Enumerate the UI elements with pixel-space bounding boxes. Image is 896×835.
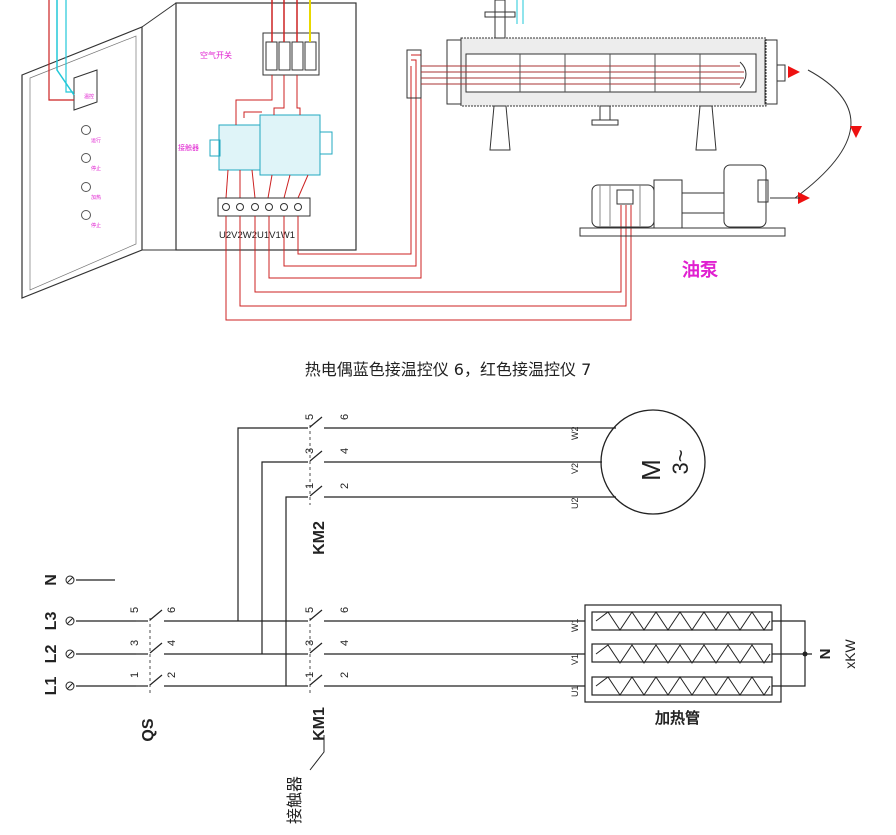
heater-power-label: xKW	[842, 638, 858, 668]
schematic	[76, 416, 812, 703]
terminal-labels: U2V2W2U1V1W1	[219, 230, 295, 241]
qs-pin-2: 2	[166, 672, 178, 678]
km1-pin-1: 1	[304, 672, 316, 678]
cabinet-door	[21, 26, 143, 299]
callout-leader	[309, 735, 325, 771]
km1-label: KM1	[311, 707, 328, 741]
km1-pin-3: 3	[304, 640, 316, 646]
km2-pin-5: 5	[304, 414, 316, 420]
km2-label: KM2	[311, 521, 328, 555]
heater-neutral-label: N	[817, 649, 834, 660]
contactors	[209, 114, 333, 176]
phase-n-label: N	[43, 574, 60, 586]
air-switch	[262, 32, 320, 76]
oil-pump	[579, 164, 810, 237]
phase-terminals	[65, 575, 75, 691]
motor-terminals: W2 V2 U2	[570, 427, 580, 510]
qs-pin-5: 5	[129, 607, 141, 613]
phase-l2-label: L2	[43, 645, 60, 664]
control-cabinet: 温控 运行 停止 加热 停止 空气开关 接触器	[21, 0, 632, 321]
door-buttons: 温控 运行 停止 加热 停止	[81, 93, 101, 229]
door-label-2: 运行	[91, 137, 101, 144]
heater-terminal-w1: W1	[570, 619, 580, 633]
caption: 热电偶蓝色接温控仪 6，红色接温控仪 7	[304, 360, 592, 379]
door-label-5: 停止	[91, 222, 101, 229]
qs-pin-4: 4	[166, 640, 178, 646]
motor-terminal-u2: U2	[570, 497, 580, 509]
temperature-controller	[73, 69, 98, 111]
output-wires	[225, 54, 632, 321]
heater-elements	[595, 611, 771, 696]
motor-circle	[600, 409, 706, 515]
phase-l3-label: L3	[43, 612, 60, 631]
qs-label: QS	[140, 718, 157, 741]
km1-pin-2: 2	[339, 672, 351, 678]
motor-phase: 3~	[668, 449, 693, 474]
km2-pin-6: 6	[339, 414, 351, 420]
qs-pin-6: 6	[166, 607, 178, 613]
neutral-junction	[802, 651, 808, 657]
phase-l1-label: L1	[43, 677, 60, 696]
heater-terminal-u1: U1	[570, 685, 580, 697]
heater-terminal-v1: V1	[570, 654, 580, 665]
km1-pin-6: 6	[339, 607, 351, 613]
motor-symbol: M	[636, 459, 666, 481]
qs-pin-1: 1	[129, 672, 141, 678]
km2-pin-2: 2	[339, 483, 351, 489]
heater-terminals: W1 V1 U1	[570, 619, 580, 698]
km2-pin-1: 1	[304, 483, 316, 489]
heater-vessel	[406, 0, 862, 199]
km2-pin-4: 4	[339, 448, 351, 454]
door-label-3: 停止	[91, 165, 101, 172]
km1-pins: 5 3 1 6 4 2	[304, 607, 351, 678]
km2-pins: 5 3 1 6 4 2	[304, 414, 351, 489]
door-label-1: 温控	[84, 93, 94, 100]
qs-pins: 5 3 1 6 4 2	[129, 607, 178, 678]
qs-pin-3: 3	[129, 640, 141, 646]
km2-pin-3: 3	[304, 448, 316, 454]
km1-pin-5: 5	[304, 607, 316, 613]
door-label-4: 加热	[91, 194, 101, 201]
contactor-label: 接触器	[178, 143, 199, 152]
air-switch-label: 空气开关	[200, 50, 232, 60]
motor-terminal-v2: V2	[570, 463, 580, 474]
km1-pin-4: 4	[339, 640, 351, 646]
terminal-block	[217, 197, 311, 217]
heater-label: 加热管	[654, 709, 700, 727]
motor-terminal-w2: W2	[570, 427, 580, 441]
contactor-callout-label: 接触器	[286, 776, 304, 824]
oil-pump-label: 油泵	[682, 259, 718, 280]
